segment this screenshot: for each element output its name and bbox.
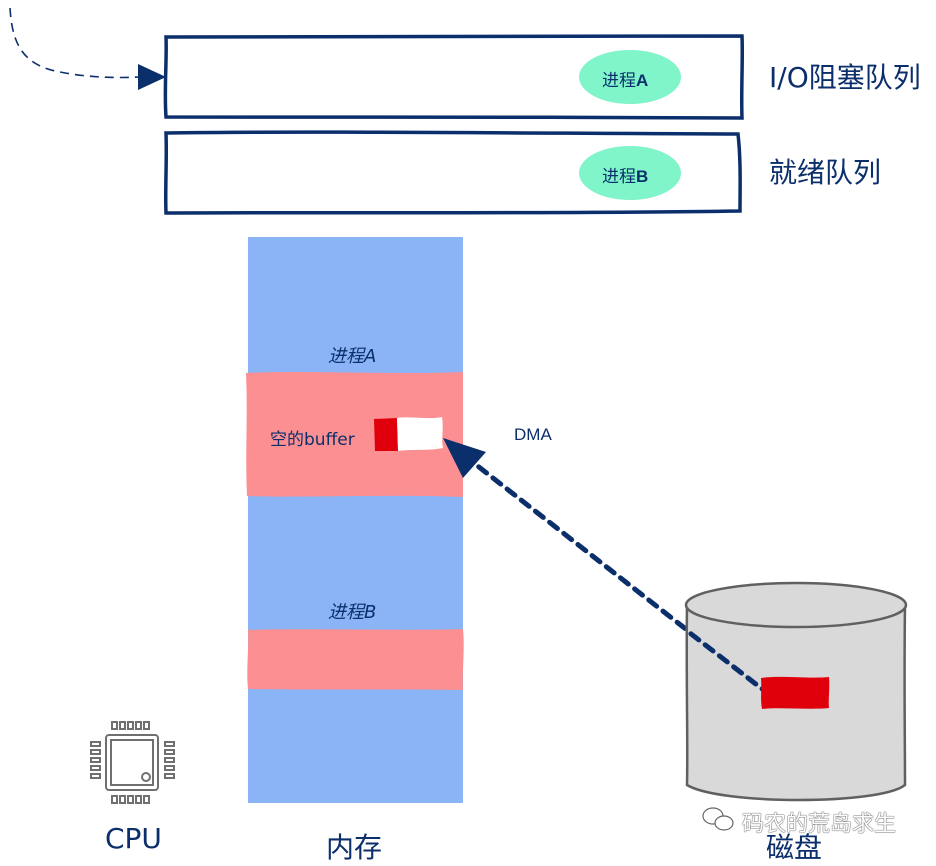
process-b-pill — [579, 146, 681, 200]
memory-process-a-label: 进程A — [328, 346, 377, 367]
process-a-pill — [579, 50, 681, 104]
arrowhead-icon — [138, 64, 166, 90]
io-blocked-queue-label: I/O阻塞队列 — [769, 61, 921, 94]
memory-process-b-label: 进程B — [328, 602, 377, 623]
incoming-arrow — [9, 7, 166, 90]
cpu-icon — [90, 721, 175, 804]
dma-arrowhead-icon — [443, 438, 486, 478]
process-a-memory-region — [246, 372, 463, 497]
process-b-pill-label: 进程B — [602, 167, 649, 187]
wechat-icon — [702, 807, 734, 831]
process-b-memory-region — [247, 629, 464, 690]
memory-label: 内存 — [326, 831, 383, 864]
watermark-text: 码农的荒岛求生 — [742, 812, 897, 837]
dma-arrow-tail — [683, 627, 773, 698]
buffer-filled-part — [374, 418, 398, 451]
cpu-label: CPU — [105, 822, 162, 855]
disk-label: 磁盘 — [766, 831, 823, 864]
dma-label: DMA — [514, 425, 552, 444]
buffer-label: 空的buffer — [270, 430, 355, 450]
memory-column — [248, 237, 463, 803]
ready-queue-label: 就绪队列 — [769, 156, 882, 189]
process-a-pill-label: 进程A — [602, 71, 649, 91]
buffer-empty-part — [397, 417, 443, 451]
disk-data-block — [761, 676, 830, 709]
